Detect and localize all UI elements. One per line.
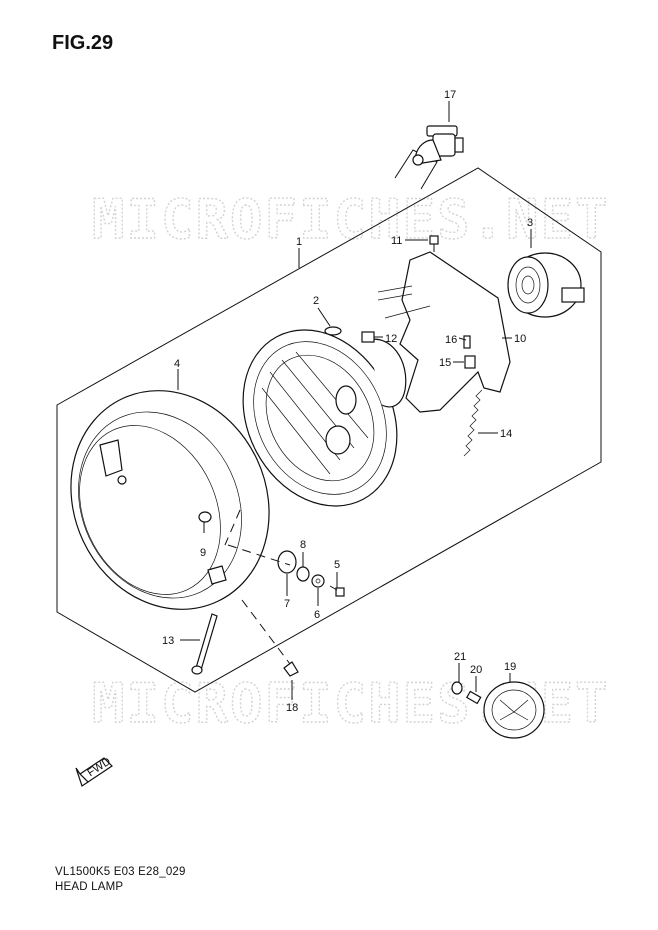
- lamp-body-part-1: [242, 326, 407, 507]
- callout-11: 11: [391, 235, 402, 247]
- callout-15: 15: [439, 357, 451, 369]
- screw-part-18: [283, 661, 299, 677]
- housing-part-4: [70, 390, 270, 610]
- callout-5: 5: [334, 559, 340, 571]
- spring-part-14: [463, 389, 483, 457]
- caption-code: VL1500K5 E03 E28_029: [55, 866, 186, 878]
- bolt-part-13: [191, 613, 218, 675]
- pin-part-16: [463, 335, 471, 349]
- callout-13: 13: [162, 635, 174, 647]
- bolt-part-5: [329, 585, 345, 597]
- dashed-leader-a: [227, 544, 291, 566]
- screw-part-11: [429, 235, 439, 252]
- callout-6: 6: [314, 609, 320, 621]
- callout-10: 10: [514, 333, 526, 345]
- screw-part-20: [465, 690, 482, 705]
- callout-4: 4: [174, 358, 180, 370]
- callout-16: 16: [445, 334, 457, 346]
- clip-part-15: [464, 355, 476, 369]
- callout-9: 9: [200, 547, 206, 559]
- callout-8: 8: [300, 539, 306, 551]
- collar-part-8: [296, 566, 310, 582]
- callout-17: 17: [444, 89, 456, 101]
- callout-20: 20: [470, 664, 482, 676]
- callout-2: 2: [313, 295, 319, 307]
- callout-1: 1: [296, 236, 302, 248]
- assembly-outline: [56, 167, 602, 693]
- callout-18: 18: [286, 702, 298, 714]
- callout-14: 14: [500, 428, 512, 440]
- figure-title: FIG.29: [52, 32, 114, 54]
- washer-part-21: [451, 681, 463, 695]
- caption-name: HEAD LAMP: [55, 881, 124, 893]
- callout-19: 19: [504, 661, 516, 673]
- fwd-arrow-icon: FWD: [75, 755, 113, 787]
- fwd-label: FWD: [85, 755, 113, 779]
- dashed-leader-b: [241, 599, 291, 665]
- grommet-part-9: [198, 511, 212, 523]
- cover-part-3: [507, 252, 585, 318]
- bulb-part-17: [412, 125, 464, 166]
- callout-leaders: [177, 101, 532, 700]
- dashed-leader-c: [224, 509, 241, 546]
- callout-21: 21: [454, 651, 466, 663]
- bracket-part-10: [377, 251, 511, 413]
- washer-part-6: [311, 574, 325, 588]
- reflector-part-19: [483, 681, 545, 739]
- damper-part-7: [277, 550, 297, 574]
- callout-3: 3: [527, 217, 533, 229]
- callout-7: 7: [284, 598, 290, 610]
- nut-part-12: [361, 331, 375, 343]
- callout-12: 12: [385, 333, 397, 345]
